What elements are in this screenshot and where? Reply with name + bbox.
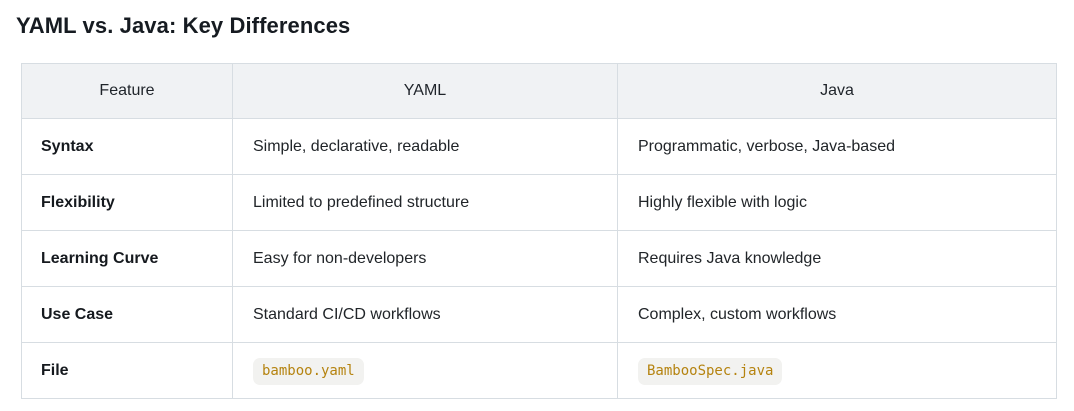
table-row-use-case: Use Case Standard CI/CD workflows Comple… (21, 286, 1057, 343)
feature-label: Flexibility (21, 174, 233, 231)
feature-label: Learning Curve (21, 230, 233, 287)
java-value-cell: Complex, custom workflows (617, 286, 1057, 343)
column-header-java: Java (617, 63, 1057, 119)
table-header-row: Feature YAML Java (21, 63, 1057, 119)
yaml-value-cell: Standard CI/CD workflows (232, 286, 618, 343)
java-value-cell: BambooSpec.java (617, 342, 1057, 399)
java-value-cell: Requires Java knowledge (617, 230, 1057, 287)
feature-label: File (21, 342, 233, 399)
column-header-yaml: YAML (232, 63, 618, 119)
yaml-filename-code-chip: bamboo.yaml (253, 357, 364, 385)
java-filename-code-chip: BambooSpec.java (638, 357, 783, 385)
feature-label: Syntax (21, 118, 233, 175)
yaml-value-cell: Easy for non-developers (232, 230, 618, 287)
java-value-cell: Highly flexible with logic (617, 174, 1057, 231)
yaml-value-cell: bamboo.yaml (232, 342, 618, 399)
table-row-learning-curve: Learning Curve Easy for non-developers R… (21, 230, 1057, 287)
table-row-file: File bamboo.yaml BambooSpec.java (21, 342, 1057, 399)
column-header-feature: Feature (21, 63, 233, 119)
yaml-value-cell: Limited to predefined structure (232, 174, 618, 231)
comparison-table: Feature YAML Java Syntax Simple, declara… (21, 63, 1057, 399)
feature-label: Use Case (21, 286, 233, 343)
table-row-flexibility: Flexibility Limited to predefined struct… (21, 174, 1057, 231)
yaml-value-cell: Simple, declarative, readable (232, 118, 618, 175)
java-value-cell: Programmatic, verbose, Java-based (617, 118, 1057, 175)
page-title: YAML vs. Java: Key Differences (16, 13, 351, 38)
table-row-syntax: Syntax Simple, declarative, readable Pro… (21, 118, 1057, 175)
